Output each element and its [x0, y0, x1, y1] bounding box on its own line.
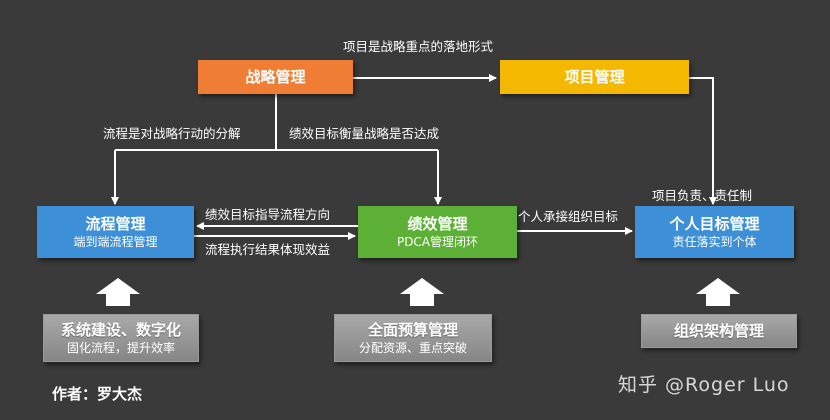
label-strategy-to-project: 项目是战略重点的落地形式 [343, 39, 494, 54]
system-digitalization-box[interactable]: 系统建设、数字化 固化流程，提升效率 [43, 314, 199, 362]
strategy-management-box[interactable]: 战略管理 [198, 60, 353, 94]
org-title: 组织架构管理 [673, 322, 764, 340]
personal-subtitle: 责任落实到个体 [672, 234, 757, 249]
process-title: 流程管理 [85, 214, 146, 233]
personal-goal-management-box[interactable]: 个人目标管理 责任落实到个体 [635, 206, 794, 258]
project-title: 项目管理 [564, 68, 625, 86]
label-strategy-to-process: 流程是对战略行动的分解 [103, 126, 241, 141]
strategy-title: 战略管理 [245, 68, 306, 86]
up-arrow-org [696, 278, 740, 306]
personal-title: 个人目标管理 [669, 214, 760, 233]
label-process-to-performance: 流程执行结果体现效益 [205, 242, 331, 257]
label-strategy-to-performance: 绩效目标衡量战略是否达成 [289, 126, 440, 141]
budget-title: 全面预算管理 [367, 320, 458, 339]
arrow-project-to-personal [689, 77, 717, 205]
system-title: 系统建设、数字化 [60, 320, 181, 339]
process-subtitle: 端到端流程管理 [73, 234, 158, 249]
org-structure-box[interactable]: 组织架构管理 [641, 314, 797, 348]
performance-subtitle: PDCA管理闭环 [396, 234, 479, 249]
label-project-to-personal: 项目负责、责任制 [652, 188, 753, 203]
label-performance-to-process: 绩效目标指导流程方向 [205, 207, 331, 222]
system-subtitle: 固化流程，提升效率 [66, 340, 175, 355]
project-management-box[interactable]: 项目管理 [500, 60, 689, 94]
comprehensive-budget-box[interactable]: 全面预算管理 分配资源、重点突破 [334, 314, 492, 362]
up-arrow-system [96, 278, 140, 306]
performance-management-box[interactable]: 绩效管理 PDCA管理闭环 [358, 206, 517, 258]
label-performance-to-personal: 个人承接组织目标 [518, 209, 619, 224]
process-management-box[interactable]: 流程管理 端到端流程管理 [37, 206, 194, 258]
performance-title: 绩效管理 [407, 214, 468, 233]
budget-subtitle: 分配资源、重点突破 [358, 340, 467, 355]
watermark: 知乎 @Roger Luo [618, 374, 790, 396]
author-credit: 作者：罗大杰 [52, 385, 143, 403]
up-arrow-budget [400, 278, 444, 306]
